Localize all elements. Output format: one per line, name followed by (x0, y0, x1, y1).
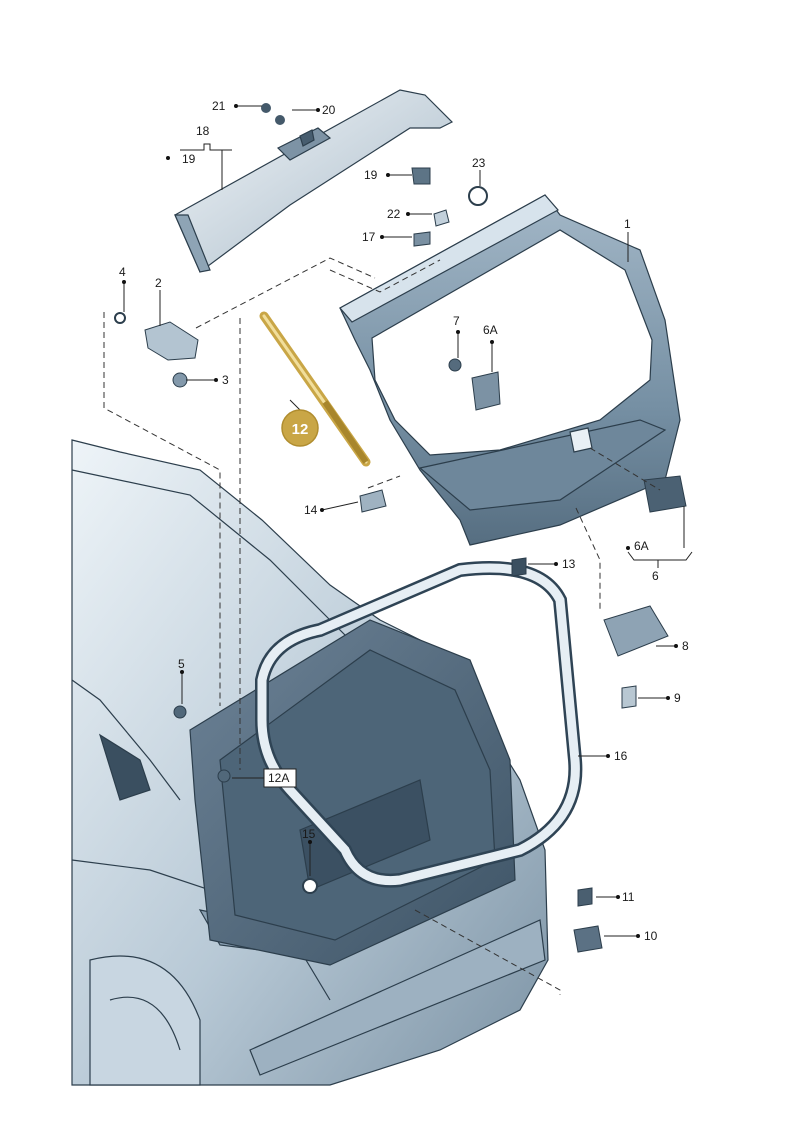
label-8: 8 (682, 639, 689, 653)
rear-spoiler (174, 89, 454, 273)
label-1: 1 (624, 217, 631, 231)
label-6a-bottom: 6A (634, 539, 649, 553)
label-13: 13 (562, 557, 576, 571)
label-7: 7 (453, 314, 460, 328)
tailgate (339, 194, 681, 546)
gas-strut (259, 311, 371, 467)
leader-dots (122, 104, 678, 938)
label-12a-box: 12A (263, 768, 297, 788)
callout-12-highlight: 12 (281, 409, 319, 447)
label-4: 4 (119, 265, 126, 279)
label-17: 17 (362, 230, 376, 244)
label-15: 15 (302, 827, 316, 841)
part-labels: 21 20 18 19 19 23 22 17 1 4 2 3 7 6A 14 … (119, 99, 689, 943)
tailgate-seal (255, 561, 583, 888)
label-6a-top: 6A (483, 323, 498, 337)
label-11: 11 (622, 890, 635, 904)
label-23: 23 (472, 156, 486, 170)
label-3: 3 (222, 373, 229, 387)
label-19-top: 19 (182, 152, 196, 166)
label-20: 20 (322, 103, 336, 117)
label-16: 16 (614, 749, 628, 763)
label-14: 14 (304, 503, 318, 517)
label-6: 6 (652, 569, 659, 583)
dashed-guides (103, 257, 661, 995)
label-22: 22 (387, 207, 401, 221)
label-12a: 12A (268, 771, 289, 785)
label-19-right: 19 (364, 168, 378, 182)
label-10: 10 (644, 929, 658, 943)
small-parts (114, 103, 687, 953)
label-9: 9 (674, 691, 681, 705)
leader-lines (123, 105, 693, 937)
label-21: 21 (212, 99, 226, 113)
label-5: 5 (178, 657, 185, 671)
label-18: 18 (196, 124, 210, 138)
label-12: 12 (292, 421, 309, 438)
label-2: 2 (155, 276, 162, 290)
